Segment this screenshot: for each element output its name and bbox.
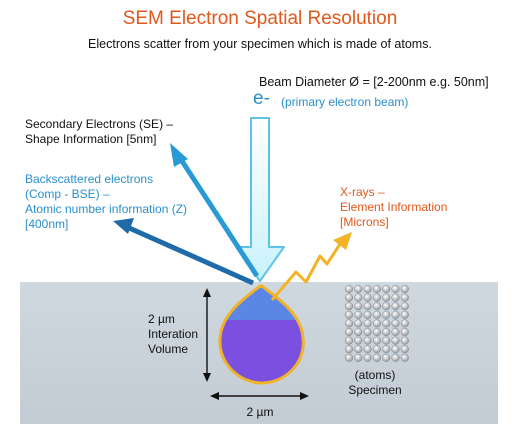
atom [344, 353, 354, 362]
atoms-line-1: (atoms) [354, 368, 396, 382]
atom [382, 353, 391, 362]
atom [391, 293, 400, 302]
atom [363, 319, 372, 328]
atom [372, 302, 381, 311]
atom [391, 284, 400, 294]
secondary-electron-arrow [170, 143, 260, 278]
atom [382, 293, 391, 302]
atom [354, 327, 363, 337]
xrays-label: X-rays – Element Information [Microns] [340, 185, 447, 230]
backscattered-label: Backscattered electrons (Comp - BSE) – A… [25, 172, 187, 232]
atom [391, 345, 400, 354]
atom [391, 319, 400, 328]
atoms-label: (atoms) Specimen [340, 368, 410, 398]
backscattered-line-4: [400nm] [25, 217, 69, 231]
atom [382, 284, 391, 294]
volume-width-label: 2 µm [246, 405, 274, 419]
atom [363, 293, 372, 302]
atom [363, 310, 372, 319]
atom [354, 310, 363, 319]
atom [354, 284, 363, 294]
atom [363, 336, 372, 345]
atom [382, 310, 391, 319]
atom [382, 336, 391, 345]
atom [344, 345, 354, 354]
secondary-line-2: Shape Information [5nm] [25, 132, 157, 146]
atom [344, 310, 354, 319]
atom [382, 327, 391, 337]
diagram-subtitle: Electrons scatter from your specimen whi… [88, 37, 432, 51]
atom [391, 302, 400, 311]
atom [354, 353, 363, 362]
atom [363, 302, 372, 311]
atom [400, 310, 409, 319]
atom [344, 293, 354, 302]
xrays-line-2: Element Information [340, 200, 448, 214]
atom [372, 345, 381, 354]
atom [344, 284, 354, 294]
atom [372, 310, 381, 319]
volume-label-line-1: Interation [148, 327, 199, 341]
atom [344, 336, 354, 345]
backscattered-line-1: Backscattered electrons [25, 172, 154, 186]
atom [354, 302, 363, 311]
atom [363, 327, 372, 337]
atom [400, 336, 409, 345]
atom [382, 319, 391, 328]
atom [400, 284, 409, 294]
atom [400, 327, 409, 337]
electron-symbol: e- [253, 88, 270, 109]
backscattered-line-2: (Comp - BSE) – [25, 187, 110, 201]
atom [391, 353, 400, 362]
backscattered-line-3: Atomic number information (Z) [25, 202, 188, 216]
xrays-line-1: X-rays – [340, 185, 385, 199]
atom [354, 336, 363, 345]
volume-label: 2 µm Interation Volume [148, 312, 200, 357]
atom [363, 353, 372, 362]
atom [400, 345, 409, 354]
atom [372, 336, 381, 345]
atom [372, 293, 381, 302]
atom [372, 353, 381, 362]
atom [400, 319, 409, 328]
atom [354, 293, 363, 302]
atom [363, 284, 372, 294]
atom [344, 302, 354, 311]
atom [391, 310, 400, 319]
beam-diameter-label: Beam Diameter Ø = [2-200nm e.g. 50nm] [259, 75, 489, 89]
atom [382, 302, 391, 311]
atom [400, 353, 409, 362]
secondary-electrons-label: Secondary Electrons (SE) – Shape Informa… [25, 117, 173, 147]
atom-grid [344, 284, 409, 362]
atom [400, 293, 409, 302]
atom [354, 319, 363, 328]
backscattered-electron-arrow [113, 218, 255, 286]
height-dimension-arrow [203, 288, 211, 382]
xray-arrow [270, 232, 352, 301]
volume-label-line-2: Volume [148, 342, 189, 356]
atom [344, 327, 354, 337]
atom [391, 327, 400, 337]
atom [354, 345, 363, 354]
volume-height-label: 2 µm [148, 312, 175, 326]
atom [382, 345, 391, 354]
atom [372, 284, 381, 294]
atom [363, 345, 372, 354]
xrays-line-3: [Microns] [340, 215, 389, 229]
primary-beam-arrow [235, 117, 285, 282]
secondary-line-1: Secondary Electrons (SE) – [25, 117, 174, 131]
diagram-title: SEM Electron Spatial Resolution [122, 8, 398, 29]
atom [372, 319, 381, 328]
atom [391, 336, 400, 345]
width-dimension-arrow [210, 392, 309, 400]
atoms-line-2: Specimen [348, 383, 402, 397]
atom [372, 327, 381, 337]
primary-beam-label: (primary electron beam) [281, 95, 409, 109]
atom [344, 319, 354, 328]
atom [400, 302, 409, 311]
